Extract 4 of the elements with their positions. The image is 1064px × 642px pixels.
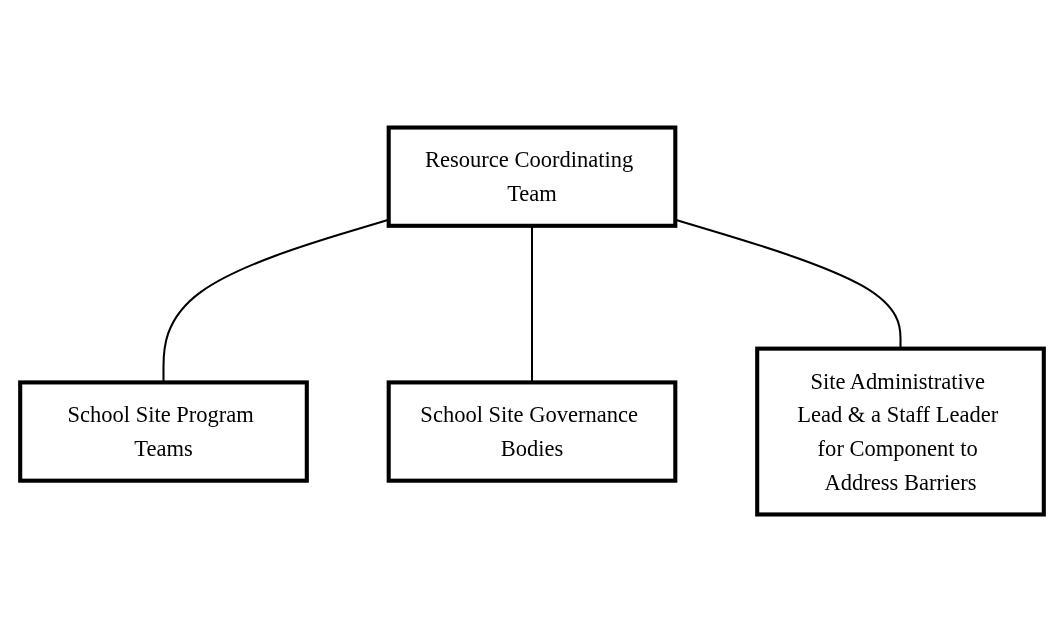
node-box: School Site Program Teams — [18, 380, 309, 483]
node-box: Resource Coordinating Team — [386, 125, 678, 228]
node-box: School Site Governance Bodies — [386, 380, 678, 483]
node-box: Site Administrative Lead & a Staff Leader for Component to Address Barriers — [755, 346, 1046, 517]
